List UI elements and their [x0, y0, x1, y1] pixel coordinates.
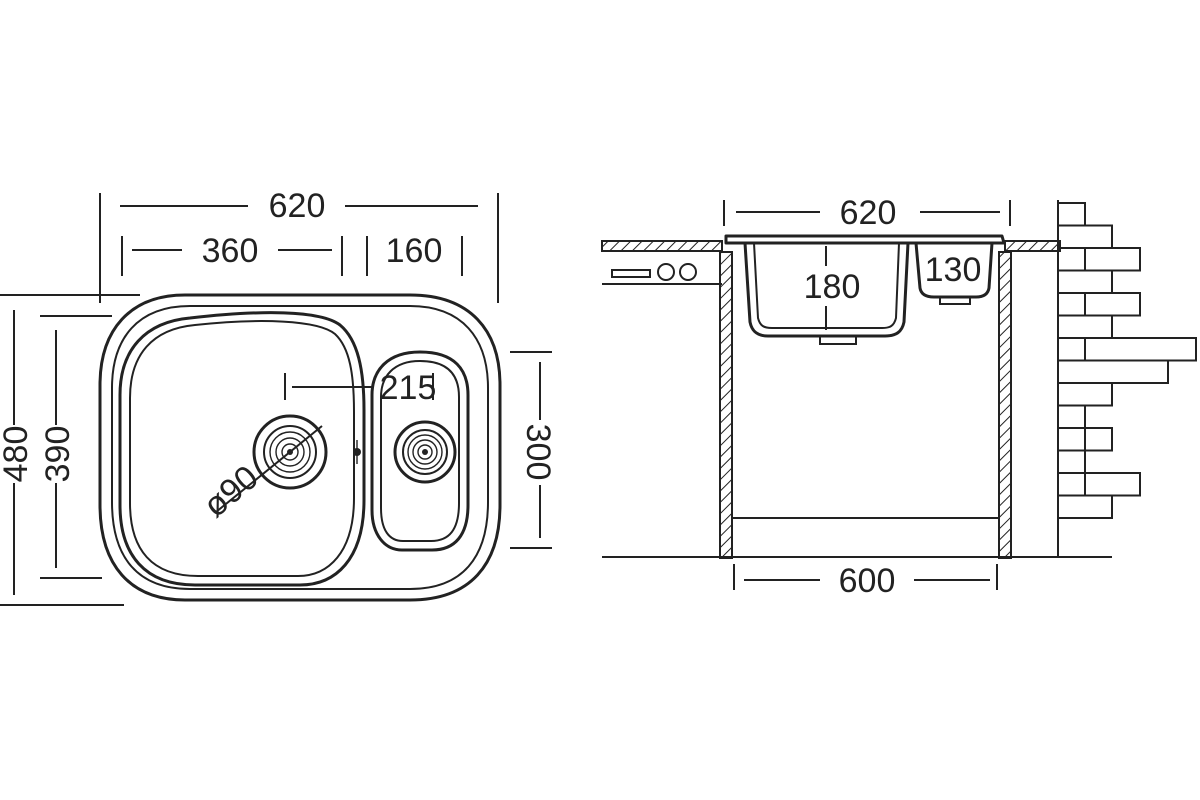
- small-bowl-outline: [370, 350, 470, 552]
- brick: [1084, 292, 1141, 317]
- main-bowl-outline: [118, 311, 366, 587]
- countertop-left-hatch: [601, 240, 723, 252]
- top-view: ø90 215 620 360 160: [0, 187, 557, 606]
- main-drain: [252, 414, 328, 490]
- side-overall-width-label: 620: [840, 194, 897, 232]
- knob-1: [657, 263, 675, 281]
- brick: [1057, 224, 1113, 249]
- small-bowl-depth-label: 300: [519, 424, 557, 481]
- brick: [1057, 202, 1086, 227]
- top-overall-width-label: 620: [269, 187, 326, 225]
- main-bowl-inner: [129, 320, 355, 577]
- brick: [1084, 472, 1141, 497]
- drain-diameter-label: ø90: [196, 458, 265, 525]
- small-bowl-height-label: 130: [925, 251, 982, 289]
- countertop-right-hatch: [1004, 240, 1061, 252]
- brick: [1057, 382, 1113, 407]
- sink-inner-rim: [111, 305, 489, 590]
- main-bowl-depth-label: 390: [39, 426, 77, 483]
- cabinet-width-label: 600: [839, 562, 896, 600]
- side-main-drain: [819, 335, 857, 345]
- bowl-widths-dimension: 360 160: [121, 232, 463, 276]
- overall-depth-label: 480: [0, 426, 35, 483]
- small-bowl-depth-dimension: 300: [510, 351, 557, 549]
- brick: [1057, 269, 1113, 294]
- brick: [1084, 337, 1197, 362]
- brick: [1084, 247, 1141, 272]
- side-sink-rim: [724, 234, 1006, 245]
- small-bowl-width-label: 160: [386, 232, 443, 270]
- brick-wall: [1057, 200, 1197, 557]
- drain-spacing-dimension: 215: [284, 369, 437, 407]
- brick: [1057, 359, 1169, 384]
- brick: [1057, 404, 1086, 429]
- drain-spacing-label: 215: [380, 369, 437, 407]
- small-drain: [393, 420, 457, 484]
- overflow-hole: [353, 448, 361, 456]
- top-overall-width-dimension: 620: [99, 187, 499, 303]
- cabinet-wall-left: [719, 251, 733, 559]
- main-bowl-height-dimension: 180: [804, 246, 861, 330]
- side-small-drain: [939, 296, 971, 305]
- brick: [1057, 449, 1086, 474]
- overall-depth-dimension: 480: [0, 294, 140, 606]
- main-bowl-width-label: 360: [202, 232, 259, 270]
- cabinet-width-dimension: 600: [733, 562, 998, 600]
- brick: [1057, 314, 1113, 339]
- drain-diameter-leader: [215, 425, 323, 513]
- side-overall-width-dimension: 620: [723, 194, 1011, 232]
- side-view: 620 180 130 600: [601, 194, 1197, 600]
- knob-2: [679, 263, 697, 281]
- brick: [1057, 494, 1113, 519]
- main-bowl-height-label: 180: [804, 268, 861, 306]
- main-bowl-depth-dimension: 390: [39, 315, 112, 579]
- small-bowl-inner: [380, 359, 460, 542]
- cabinet-wall-right: [998, 251, 1012, 559]
- sink-outer-rim: [98, 293, 502, 602]
- drawer-handle: [611, 269, 651, 278]
- brick: [1084, 427, 1113, 452]
